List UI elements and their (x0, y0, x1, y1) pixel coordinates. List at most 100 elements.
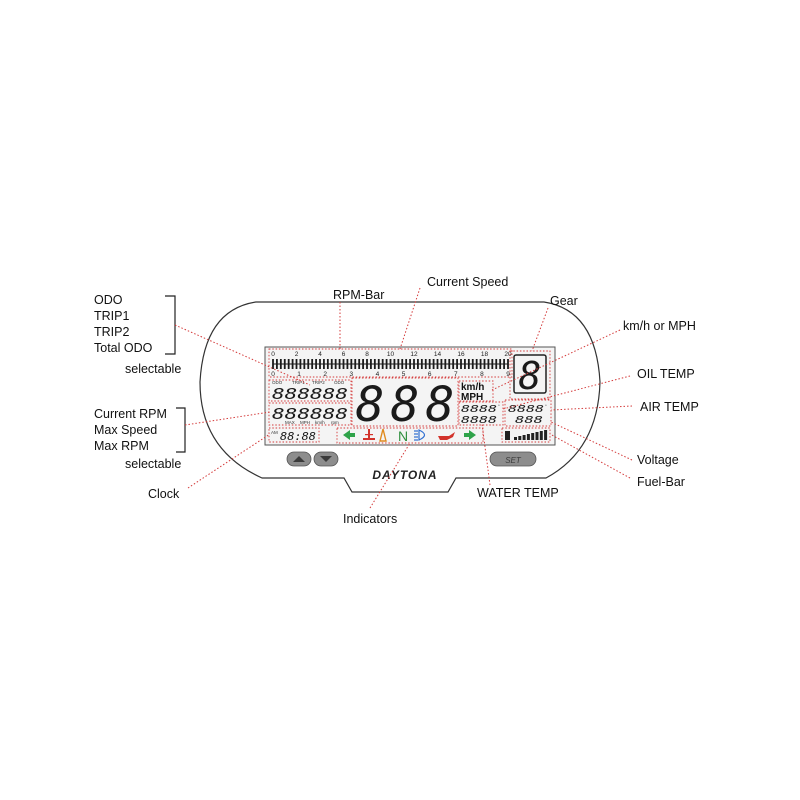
indicator-strip: N (336, 427, 484, 444)
fuel-segment (522, 435, 526, 440)
gear-box (509, 350, 551, 400)
callout-labels: ODO TRIP1 TRIP2 Total ODO selectable Cur… (94, 275, 699, 526)
rpm-scale-top-label: 16 (457, 351, 465, 358)
label-current-speed: Current Speed (427, 275, 508, 289)
speed-units: km/h MPH (458, 380, 494, 403)
clock-display: AM 88:88 (268, 427, 320, 443)
rpm-bracket (176, 407, 186, 453)
indicator-box (336, 427, 484, 444)
odo-digits: 888888 (272, 385, 348, 403)
rpm-scale-bottom-label: 4 (376, 371, 380, 378)
label-trip1: TRIP1 (94, 309, 129, 323)
temp-display: 8888 8888 ° (458, 401, 504, 426)
label-air-temp: AIR TEMP (640, 400, 699, 414)
odo-bracket (165, 295, 176, 355)
set-button-label: SET (505, 456, 522, 465)
odo-tag-2: TRIP1 (292, 380, 305, 385)
rpm-scale-top-label: 4 (318, 351, 322, 358)
speed-digit-2: 8 (391, 377, 420, 433)
speed-digit-1: 8 (356, 377, 385, 433)
rpm-scale-top-label: 6 (342, 351, 346, 358)
rpm-scale-bottom-label: 0 (271, 371, 275, 378)
fuel-segment (526, 434, 530, 440)
chevron-down-icon (320, 456, 332, 462)
unit-kmh: km/h (461, 382, 484, 393)
rpm-scale-bottom-label: 5 (402, 371, 406, 378)
fuel-segment (531, 433, 535, 440)
rpm-readout-box (268, 402, 352, 426)
odo-box (268, 379, 352, 402)
set-button[interactable]: SET (489, 451, 537, 467)
rpm-scale-bottom-label: 6 (428, 371, 432, 378)
label-max-speed: Max Speed (94, 423, 157, 437)
units-box (458, 380, 494, 402)
air-bottom-digits: 888 (515, 415, 543, 426)
rpm-scale-top-label: 2 (295, 351, 299, 358)
oil-warning-icon (438, 432, 455, 440)
speed-digit-3: 8 (426, 377, 455, 433)
rpm-digits: 888888 (272, 405, 348, 423)
brand-logo: DAYTONA (372, 468, 437, 482)
label-current-rpm: Current RPM (94, 407, 167, 421)
label-indicators: Indicators (343, 512, 397, 526)
label-rpm-bar: RPM-Bar (333, 288, 384, 302)
rpm-tag-3: km/h (315, 420, 325, 425)
fuel-segments (514, 430, 548, 440)
left-arrow-icon (343, 430, 355, 440)
rpm-bar-box (268, 348, 513, 378)
fuel-segment (539, 431, 543, 440)
chevron-up-icon (293, 456, 305, 462)
fuel-segment (544, 430, 548, 440)
down-button[interactable] (313, 451, 339, 467)
gear-digit: 8 (519, 354, 542, 398)
speed-display: 8 8 8 (351, 377, 459, 433)
label-total-odo: Total ODO (94, 341, 153, 355)
rpm-tag-1: MAX (285, 420, 295, 425)
right-arrow-icon (464, 430, 476, 440)
fuel-segment (514, 437, 517, 440)
rpm-scale-bottom-label: 8 (480, 371, 484, 378)
degree-icon: ° (498, 404, 500, 409)
label-rpm-selectable: selectable (125, 457, 181, 471)
leader-lines (174, 287, 633, 509)
rpm-scale-top-label: 10 (387, 351, 395, 358)
temp-bottom-digits: 8888 (461, 415, 497, 426)
rpm-scale-top-label: 0 (271, 351, 275, 358)
warning-triangle-icon (379, 428, 387, 442)
high-beam-icon (414, 429, 426, 441)
label-voltage: Voltage (637, 453, 679, 467)
degree-icon-2: ° (545, 404, 547, 409)
gear-display: 8 (509, 350, 551, 400)
unit-mph: MPH (461, 392, 483, 403)
rpm-scale-bottom-label: 2 (323, 371, 327, 378)
fuel-box (501, 427, 551, 443)
fuel-segment (535, 432, 539, 440)
odo-tag-4: ODO (334, 380, 345, 385)
label-clock: Clock (148, 487, 180, 501)
odo-tag-3: TRIP2 (312, 380, 325, 385)
fuel-bar (501, 427, 551, 443)
odo-display: ODO TRIP1 TRIP2 ODO 888888 (268, 379, 352, 403)
rpm-scale-top-label: 18 (481, 351, 489, 358)
rpm-scale-top-label: 14 (434, 351, 442, 358)
temp-top-digits: 8888 (461, 404, 497, 415)
clock-tag: AM (271, 430, 278, 435)
rpm-scale-top-label: 12 (410, 351, 418, 358)
odo-tag-1: ODO (272, 380, 283, 385)
fuel-segment (518, 436, 522, 440)
rpm-scale-top-label: 8 (365, 351, 369, 358)
rpm-tag-2: MPH (300, 420, 310, 425)
rpm-scale-top-label: 20 (504, 351, 512, 358)
label-max-rpm: Max RPM (94, 439, 149, 453)
rpm-scale-bottom-label: 3 (350, 371, 354, 378)
air-top-digits: 8888 (508, 404, 544, 415)
label-water-temp: WATER TEMP (477, 486, 559, 500)
rpm-readout: 888888 MAX MPH km/h rpm (268, 402, 352, 426)
air-display: 8888 888 ° (504, 399, 552, 427)
label-gear: Gear (550, 294, 578, 308)
label-fuel-bar: Fuel-Bar (637, 475, 685, 489)
up-button[interactable] (286, 451, 312, 467)
